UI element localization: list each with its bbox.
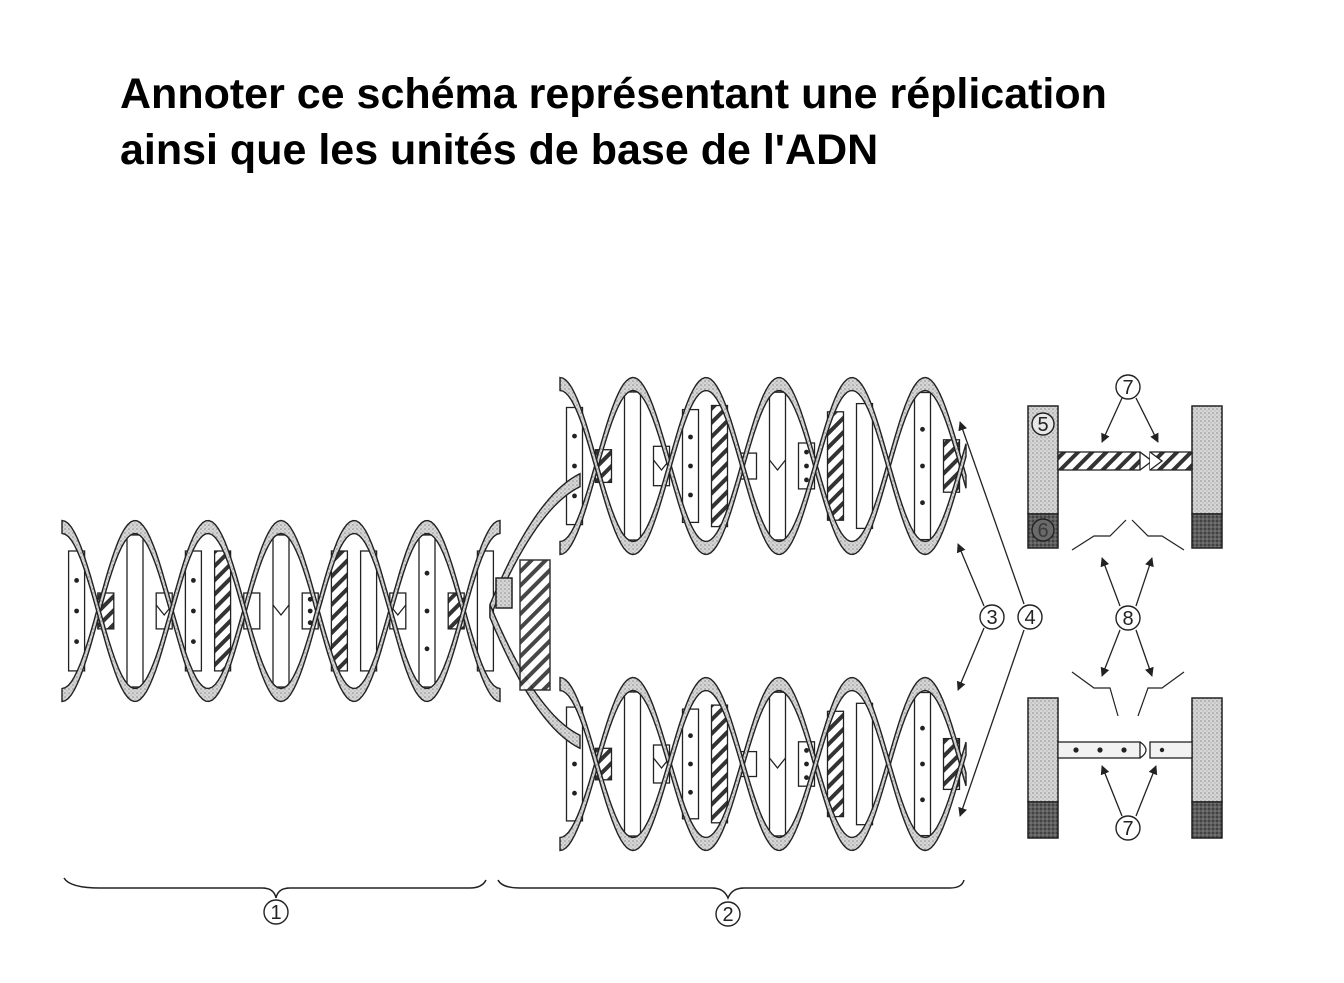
daughter-bottom-base-pair bbox=[826, 710, 845, 818]
daughter-top-strand-a bbox=[559, 376, 967, 556]
title-line-2: ainsi que les unités de base de l'ADN bbox=[120, 126, 879, 174]
daughter-bottom-hydrogen-bond-dot bbox=[920, 761, 925, 767]
svg-text:5: 5 bbox=[1037, 414, 1048, 436]
parent-hydrogen-bond-dot bbox=[424, 608, 430, 614]
daughter-top-hydrogen-bond-dot bbox=[572, 493, 577, 499]
parent-base-pair bbox=[213, 550, 232, 672]
replication-fork bbox=[495, 559, 551, 691]
daughter-top-hydrogen-bond-dot bbox=[920, 426, 925, 432]
parent-base-pair bbox=[126, 534, 144, 688]
daughter-top-hydrogen-bond-dot bbox=[804, 463, 809, 469]
daughter-top-base-pair bbox=[826, 411, 845, 521]
parent-base-pair bbox=[330, 550, 349, 672]
daughter-bottom-base-junction bbox=[768, 757, 787, 770]
label-4: 4 bbox=[1017, 604, 1043, 630]
label-2: 2 bbox=[715, 901, 741, 927]
daughter-top-hydrogen-bond-dot bbox=[920, 500, 925, 506]
parent-base-pair bbox=[359, 550, 378, 672]
daughter-top-hydrogen-bond-dot bbox=[688, 463, 693, 469]
daughter-top-strand-b bbox=[559, 376, 967, 556]
daughter-bottom-strand-b bbox=[559, 676, 967, 852]
page-title: Annoter ce schéma représentant une répli… bbox=[120, 66, 1300, 178]
svg-text:3: 3 bbox=[986, 607, 997, 629]
svg-text:4: 4 bbox=[1024, 607, 1035, 629]
daughter-top-hydrogen-bond-dot bbox=[804, 477, 809, 483]
base-pairs bbox=[67, 391, 961, 837]
daughter-top-hydrogen-bond-dot bbox=[804, 449, 809, 455]
daughter-top-hydrogen-bond-dot bbox=[688, 434, 693, 440]
daughter-bottom-hydrogen-bond-dot bbox=[920, 797, 925, 803]
parent-base-pair bbox=[272, 534, 290, 688]
title-line-1: Annoter ce schéma représentant une répli… bbox=[120, 70, 1107, 118]
nucleotide-unit-bottom bbox=[1027, 671, 1223, 839]
daughter-top-hydrogen-bond-dot bbox=[572, 433, 577, 439]
daughter-bottom-base-pair bbox=[855, 702, 874, 826]
label-3-4-arrows bbox=[956, 421, 1025, 817]
parent-hydrogen-bond-dot bbox=[74, 608, 79, 614]
parent-strand-b bbox=[61, 519, 501, 703]
label-1: 1 bbox=[263, 899, 289, 925]
label-5: 5 bbox=[1031, 412, 1055, 436]
daughter-top-base-pair bbox=[623, 391, 642, 541]
fork-upper-strand bbox=[489, 472, 581, 618]
parent-hydrogen-bond-dot bbox=[424, 646, 430, 652]
daughter-bottom-hydrogen-bond-dot bbox=[804, 761, 809, 767]
label-6: 6 bbox=[1031, 518, 1055, 542]
daughter-bottom-hydrogen-bond-dot bbox=[688, 733, 693, 739]
parent-strand-a bbox=[61, 519, 501, 703]
label-3: 3 bbox=[979, 604, 1005, 630]
svg-text:7: 7 bbox=[1122, 818, 1133, 840]
parent-hydrogen-bond-dot bbox=[424, 570, 430, 576]
parent-base-junction bbox=[272, 604, 290, 617]
bracket-parent-dna bbox=[63, 877, 487, 899]
label-7-8-arrows bbox=[1100, 397, 1159, 817]
parent-hydrogen-bond-dot bbox=[191, 608, 196, 614]
parent-hydrogen-bond-dot bbox=[191, 639, 196, 644]
parent-hydrogen-bond-dot bbox=[191, 578, 196, 583]
daughter-bottom-hydrogen-bond-dot bbox=[572, 790, 577, 796]
daughter-bottom-strand-a bbox=[559, 676, 967, 852]
daughter-top-hydrogen-bond-dot bbox=[688, 492, 693, 498]
daughter-top-base-junction bbox=[768, 459, 787, 472]
daughter-bottom-base-pair bbox=[710, 704, 729, 824]
svg-text:8: 8 bbox=[1122, 608, 1133, 630]
parent-hydrogen-bond-dot bbox=[307, 608, 313, 614]
label-7-top: 7 bbox=[1115, 374, 1141, 400]
daughter-bottom-hydrogen-bond-dot bbox=[804, 775, 809, 780]
svg-text:2: 2 bbox=[722, 904, 733, 926]
parent-hydrogen-bond-dot bbox=[74, 639, 79, 644]
svg-text:6: 6 bbox=[1037, 520, 1048, 542]
parent-hydrogen-bond-dot bbox=[74, 578, 79, 583]
daughter-top-base-pair bbox=[855, 402, 874, 530]
daughter-bottom-hydrogen-bond-dot bbox=[572, 761, 577, 767]
label-7-bottom: 7 bbox=[1115, 815, 1141, 841]
daughter-bottom-hydrogen-bond-dot bbox=[804, 748, 809, 753]
daughter-bottom-hydrogen-bond-dot bbox=[688, 789, 693, 795]
daughter-bottom-base-pair bbox=[768, 691, 787, 837]
label-8: 8 bbox=[1115, 605, 1141, 631]
bracket-daughter-dna bbox=[497, 879, 965, 901]
nucleotide-unit-top bbox=[1027, 405, 1223, 551]
daughter-top-hydrogen-bond-dot bbox=[572, 463, 577, 469]
daughter-bottom-hydrogen-bond-dot bbox=[688, 761, 693, 767]
daughter-bottom-hydrogen-bond-dot bbox=[920, 725, 925, 731]
daughter-top-hydrogen-bond-dot bbox=[920, 463, 925, 469]
svg-text:7: 7 bbox=[1122, 377, 1133, 399]
daughter-top-base-pair bbox=[768, 391, 787, 541]
daughter-bottom-base-pair bbox=[623, 691, 642, 837]
svg-text:1: 1 bbox=[270, 902, 281, 924]
daughter-top-base-pair bbox=[710, 404, 729, 528]
